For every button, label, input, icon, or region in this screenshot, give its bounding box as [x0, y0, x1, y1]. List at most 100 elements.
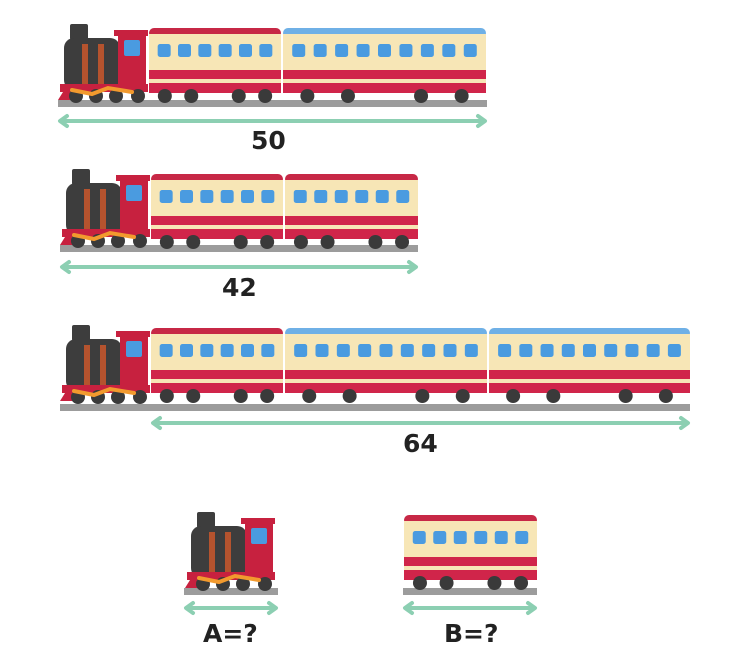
- car-stripe: [283, 70, 486, 79]
- wheel: [231, 89, 246, 103]
- car-window: [378, 44, 391, 57]
- wheel: [186, 389, 201, 403]
- car-window: [443, 344, 457, 357]
- car-window: [422, 344, 436, 357]
- wheel: [133, 234, 147, 248]
- wheel: [236, 577, 250, 591]
- boiler-band: [84, 345, 90, 389]
- length-arrow: [151, 416, 690, 430]
- question-car: [403, 515, 537, 615]
- wheel: [133, 390, 147, 404]
- wheel: [368, 235, 383, 249]
- wheel: [412, 576, 427, 590]
- arrow-head-right: [267, 601, 278, 615]
- car-window: [218, 44, 232, 57]
- car-window: [604, 344, 618, 357]
- car-bottom: [151, 229, 283, 239]
- wheel: [487, 576, 502, 590]
- car-body: [151, 180, 283, 238]
- car-window: [220, 190, 234, 203]
- car-window: [358, 344, 372, 357]
- car-bottom: [404, 570, 537, 580]
- boiler-band: [84, 189, 90, 233]
- connecting-rod: [70, 85, 134, 97]
- car-window: [159, 344, 173, 357]
- boiler-band: [98, 44, 104, 88]
- car-window: [241, 344, 254, 357]
- train-row-3: [60, 325, 690, 430]
- wheel: [111, 234, 125, 248]
- car-window: [313, 44, 327, 57]
- car-body: [489, 334, 690, 392]
- wheel: [293, 235, 308, 249]
- wheel: [300, 89, 315, 103]
- wheel: [302, 389, 317, 403]
- wheel: [184, 89, 199, 103]
- connecting-rod: [72, 230, 136, 242]
- wheel: [159, 389, 174, 403]
- car-body: [149, 34, 281, 92]
- car-stripe: [149, 70, 281, 79]
- length-label-row-2: 42: [222, 273, 257, 302]
- short-car: [285, 174, 418, 249]
- car-window: [399, 44, 413, 57]
- smokestack: [72, 169, 90, 185]
- wheel: [157, 89, 172, 103]
- car-window: [178, 44, 191, 57]
- connecting-rod: [197, 573, 261, 585]
- rail: [184, 588, 278, 595]
- car-window: [180, 190, 193, 203]
- smokestack: [70, 24, 88, 40]
- cab-roof: [241, 518, 275, 524]
- length-arrow: [60, 260, 418, 274]
- length-label-row-1: 50: [251, 126, 286, 155]
- car-window: [157, 44, 171, 57]
- boiler: [66, 183, 122, 235]
- car-window: [292, 44, 306, 57]
- car-window: [396, 190, 410, 203]
- locomotive: [185, 512, 275, 591]
- wheel: [395, 235, 410, 249]
- locomotive: [60, 169, 150, 248]
- car-window: [200, 344, 214, 357]
- wheel: [340, 89, 355, 103]
- wheel: [260, 235, 275, 249]
- car-bottom: [151, 383, 283, 393]
- connecting-rod: [72, 386, 136, 398]
- car-bottom: [285, 383, 487, 393]
- cab-roof: [116, 331, 150, 337]
- car-bottom: [149, 83, 281, 93]
- wheel: [131, 89, 145, 103]
- car-stripe: [285, 216, 418, 225]
- car-window: [375, 190, 389, 203]
- car-window: [315, 344, 329, 357]
- wheel: [233, 235, 248, 249]
- train-row-2: [60, 169, 418, 274]
- arrow-head-right: [407, 260, 418, 274]
- car-body: [404, 521, 537, 579]
- long-car: [489, 328, 690, 403]
- wheel: [439, 576, 454, 590]
- car-window: [220, 344, 234, 357]
- smokestack: [197, 512, 215, 528]
- car-window: [200, 190, 214, 203]
- arrow-head-left: [58, 114, 69, 128]
- short-car: [149, 28, 281, 103]
- car-body: [151, 334, 283, 392]
- arrow-head-left: [184, 601, 195, 615]
- car-window: [474, 531, 488, 544]
- wheel: [506, 389, 521, 403]
- car-stripe: [151, 216, 283, 225]
- car-window: [453, 531, 467, 544]
- arrow-head-left: [403, 601, 414, 615]
- car-window: [294, 344, 308, 357]
- car-window: [646, 344, 660, 357]
- car-window: [561, 344, 575, 357]
- wheel: [415, 389, 430, 403]
- wheel: [109, 89, 123, 103]
- car-window: [494, 531, 508, 544]
- car-window: [583, 344, 596, 357]
- boiler-band: [225, 532, 231, 576]
- car-window: [540, 344, 554, 357]
